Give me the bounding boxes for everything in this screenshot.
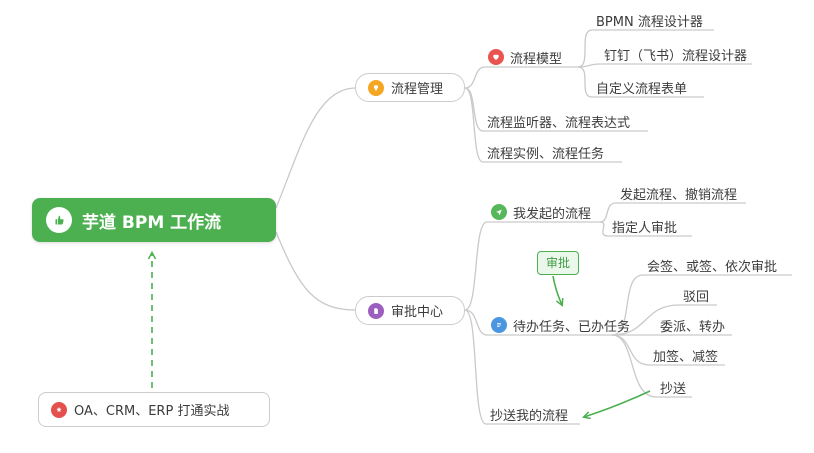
node-assignee-approval[interactable]: 指定人审批 bbox=[612, 217, 678, 236]
node-custom-form[interactable]: 自定义流程表单 bbox=[596, 78, 688, 97]
node-countersign[interactable]: 会签、或签、依次审批 bbox=[647, 256, 778, 275]
node-cc[interactable]: 抄送 bbox=[660, 378, 687, 397]
node-label: 抄送 bbox=[660, 381, 687, 397]
node-my-initiated[interactable]: 我发起的流程 bbox=[491, 203, 592, 222]
node-cc-my-process[interactable]: 抄送我的流程 bbox=[490, 405, 569, 424]
node-oa-practice[interactable]: OA、CRM、ERP 打通实战 bbox=[38, 392, 270, 427]
node-bpmn-designer[interactable]: BPMN 流程设计器 bbox=[596, 11, 703, 30]
approval-relation-arrow bbox=[552, 275, 562, 305]
node-label: 自定义流程表单 bbox=[596, 81, 688, 97]
star-icon bbox=[51, 401, 67, 418]
node-label: 驳回 bbox=[683, 289, 710, 305]
node-instance-task[interactable]: 流程实例、流程任务 bbox=[487, 143, 605, 162]
tag-label: 审批 bbox=[546, 256, 571, 270]
relation-arrows bbox=[152, 253, 651, 417]
node-label: 委派、转办 bbox=[660, 319, 726, 335]
branch-curves bbox=[275, 29, 792, 425]
node-add-reduce-sign[interactable]: 加签、减签 bbox=[653, 346, 719, 365]
node-label: 抄送我的流程 bbox=[490, 408, 569, 424]
approval-relation-tag[interactable]: 审批 bbox=[537, 251, 580, 275]
heart-icon bbox=[488, 49, 504, 65]
node-process-model[interactable]: 流程模型 bbox=[488, 48, 563, 67]
node-label: 会签、或签、依次审批 bbox=[647, 259, 778, 275]
node-todo-done[interactable]: 待办任务、已办任务 bbox=[491, 316, 631, 335]
node-listener-expression[interactable]: 流程监听器、流程表达式 bbox=[487, 112, 631, 131]
node-label: 发起流程、撤销流程 bbox=[620, 187, 738, 203]
node-label: 钉钉（飞书）流程设计器 bbox=[604, 48, 748, 64]
node-label: BPMN 流程设计器 bbox=[596, 14, 703, 30]
node-process-management[interactable]: 流程管理 bbox=[355, 73, 465, 102]
cc-relation-arrow bbox=[584, 390, 651, 417]
lightbulb-icon bbox=[368, 79, 384, 96]
node-approval-center[interactable]: 审批中心 bbox=[355, 296, 465, 325]
thumbs-up-icon bbox=[46, 207, 72, 233]
node-reject[interactable]: 驳回 bbox=[683, 286, 710, 305]
paper-plane-icon bbox=[491, 204, 507, 220]
node-label: 流程管理 bbox=[391, 82, 444, 97]
node-label: 流程模型 bbox=[510, 51, 563, 67]
node-label: 流程监听器、流程表达式 bbox=[487, 115, 631, 131]
node-label: 审批中心 bbox=[391, 305, 444, 320]
node-label: 流程实例、流程任务 bbox=[487, 146, 605, 162]
root-node[interactable]: 芋道 BPM 工作流 bbox=[32, 198, 276, 242]
node-label: 加签、减签 bbox=[653, 349, 719, 365]
root-label: 芋道 BPM 工作流 bbox=[82, 212, 222, 233]
document-icon bbox=[368, 302, 384, 319]
list-icon bbox=[491, 317, 507, 333]
node-dingtalk-designer[interactable]: 钉钉（飞书）流程设计器 bbox=[604, 45, 748, 64]
node-label: OA、CRM、ERP 打通实战 bbox=[74, 404, 230, 419]
node-delegate-transfer[interactable]: 委派、转办 bbox=[660, 316, 726, 335]
node-initiate-cancel[interactable]: 发起流程、撤销流程 bbox=[620, 184, 738, 203]
node-label: 待办任务、已办任务 bbox=[513, 319, 631, 335]
node-label: 我发起的流程 bbox=[513, 206, 592, 222]
node-label: 指定人审批 bbox=[612, 220, 678, 236]
